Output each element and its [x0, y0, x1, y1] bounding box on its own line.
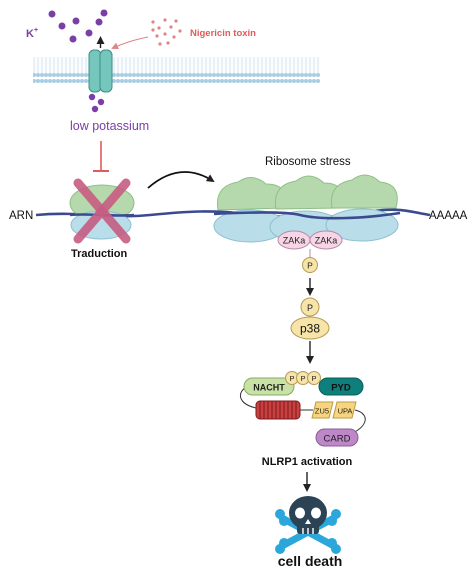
p38-phospho-label: P [307, 303, 313, 313]
toxin-arrow [111, 36, 149, 50]
inhibition-arrow [93, 141, 109, 172]
zaka-label-1: ZAKa [283, 236, 306, 246]
nlrp1-activation-label: NLRP1 activation [262, 456, 353, 468]
skull-crossbones-icon [275, 496, 341, 554]
mrna-through-ribosomes [213, 211, 401, 220]
upa-label: UPA [338, 407, 353, 416]
nlrp1-phospho-label-2: P [300, 374, 305, 383]
nacht-label: NACHT [253, 383, 285, 393]
nlrp1-phospho-label-1: P [289, 374, 294, 383]
ribosome-stress-label: Ribosome stress [265, 156, 351, 168]
cross-mark [73, 178, 131, 244]
zaka-phospho-label: P [307, 261, 313, 271]
potassium-label: K+ [26, 27, 38, 40]
zaka-phospho: P [302, 257, 318, 273]
traduction-label: Traduction [71, 248, 128, 260]
cell-membrane [33, 57, 320, 83]
potassium-ions-outside [48, 9, 108, 43]
nigericin-toxin-label: Nigericin toxin [190, 28, 256, 39]
arn-label: ARN [9, 210, 33, 222]
potassium-ions-inside [88, 93, 105, 113]
low-potassium-label: low potassium [70, 119, 149, 133]
potassium-channel [88, 36, 113, 93]
zu5-label: ZU5 [315, 407, 329, 416]
nlrp1-complex: NACHT P P P PYD ZU5 UPA CARD [240, 371, 366, 447]
polya-label: AAAAA [429, 210, 468, 222]
zaka-dimer: ZAKa ZAKa [277, 230, 343, 258]
collided-ribosomes [213, 174, 399, 244]
zaka-label-2: ZAKa [315, 236, 338, 246]
nigericin-toxin-dots [151, 18, 182, 46]
p38-label: p38 [300, 322, 320, 336]
cell-death-label: cell death [278, 553, 343, 569]
card-label: CARD [324, 434, 351, 445]
pyd-label: PYD [331, 383, 351, 394]
transition-arrow [147, 171, 215, 189]
nlrp1-phospho-label-3: P [311, 374, 316, 383]
p38-kinase: P p38 [290, 297, 330, 340]
